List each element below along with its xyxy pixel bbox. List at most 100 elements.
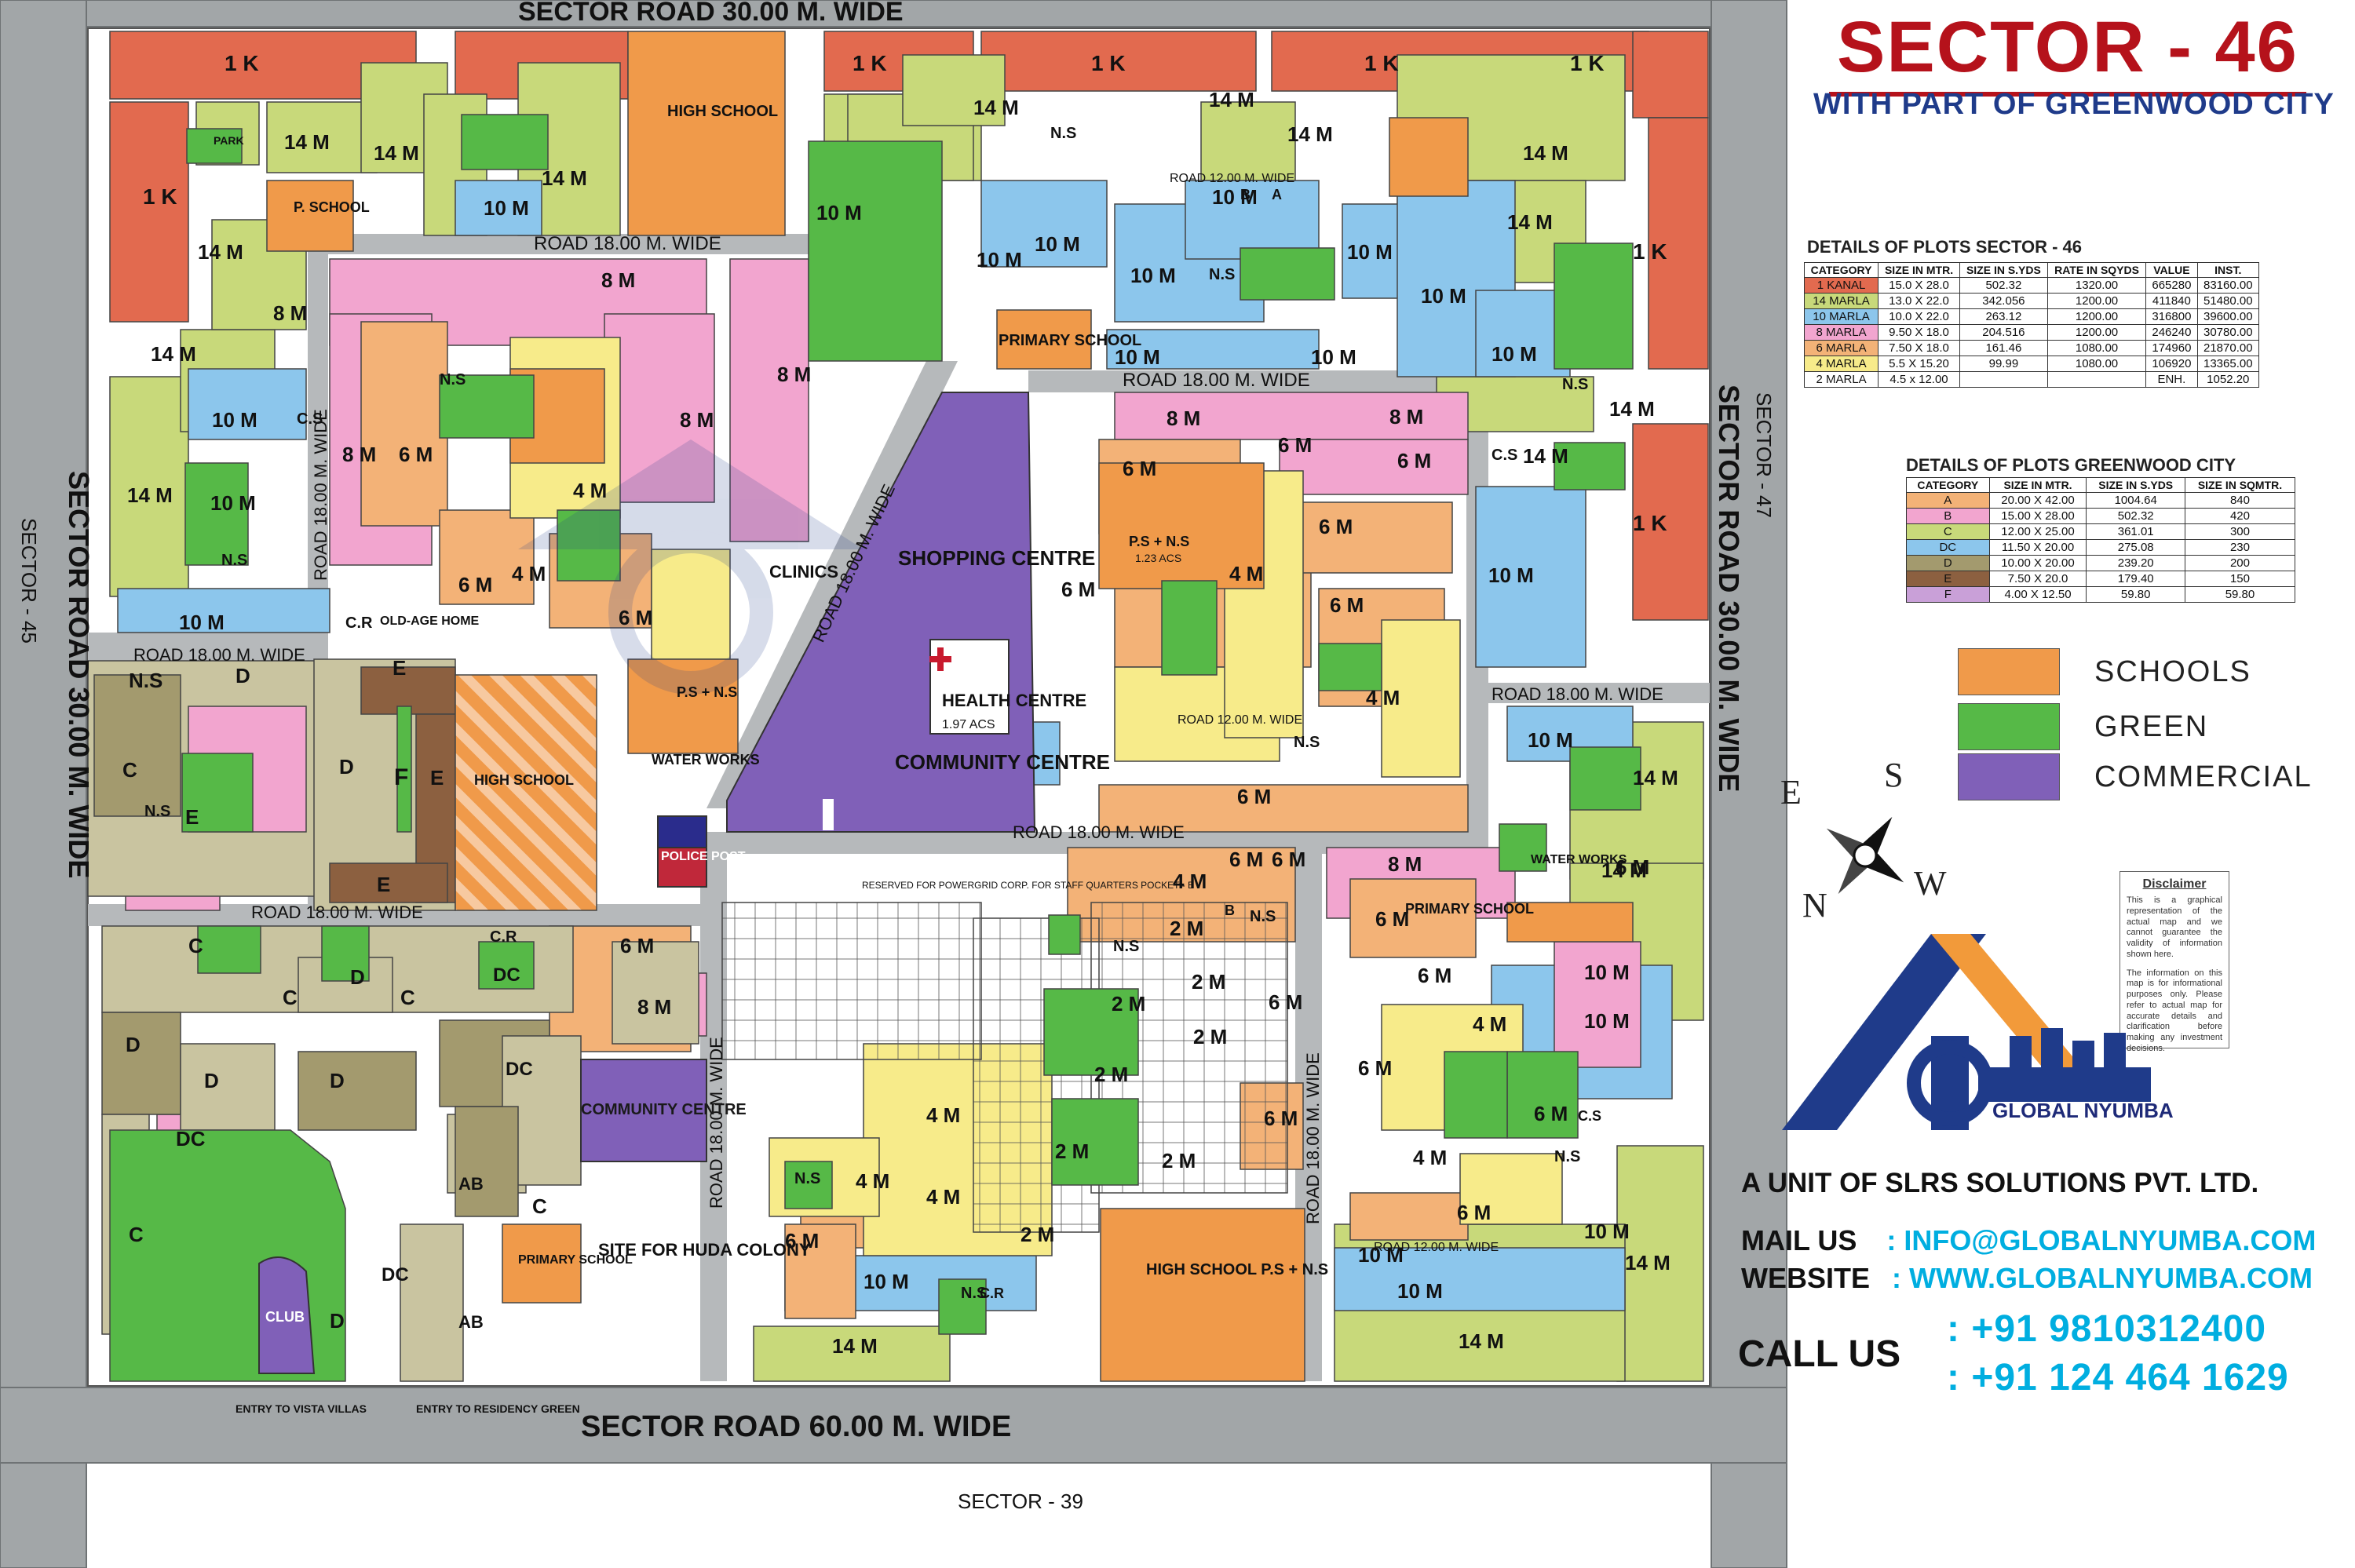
block-14m-n: 14 M bbox=[1459, 1329, 1504, 1353]
block-6m-u: 6 M bbox=[620, 934, 654, 957]
block-14m-g: 14 M bbox=[1523, 141, 1568, 165]
block-e-d: E bbox=[377, 873, 390, 896]
category-cell: B bbox=[1906, 508, 1990, 524]
block-b-a: B bbox=[1240, 187, 1251, 202]
block-6m-g: 6 M bbox=[1397, 449, 1431, 472]
primary-school-label: PRIMARY SCHOOL bbox=[999, 332, 1141, 349]
legend-green: GREEN bbox=[1958, 703, 2208, 750]
block-ns-h: N.S bbox=[1250, 908, 1276, 925]
block-4m-b: 4 M bbox=[512, 562, 546, 585]
table-cell: 665280 bbox=[2145, 277, 2198, 294]
sector46-plots-table: CATEGORY SIZE IN MTR. SIZE IN S.YDS RATE… bbox=[1803, 262, 2260, 388]
table-cell: 10.0 X 22.0 bbox=[1878, 308, 1960, 325]
block-6m-d: 6 M bbox=[1123, 457, 1156, 480]
block-8m-h: 8 M bbox=[637, 995, 671, 1019]
block-2m-c: 2 M bbox=[1112, 992, 1145, 1016]
block-6m-s: 6 M bbox=[1358, 1056, 1392, 1080]
block-6m-k: 6 M bbox=[1229, 848, 1263, 871]
block-2m-g: 2 M bbox=[1055, 1140, 1089, 1163]
police-post-label: POLICE POST bbox=[661, 850, 746, 863]
ps-ns-area-label: 1.23 ACS bbox=[1135, 552, 1181, 564]
mail-row: MAIL US : INFO@GLOBALNYUMBA.COM bbox=[1741, 1224, 2316, 1257]
block-6m-r: 6 M bbox=[1457, 1201, 1491, 1224]
phone-2[interactable]: : +91 124 464 1629 bbox=[1947, 1357, 2289, 1398]
block-a-a: A bbox=[1272, 187, 1282, 202]
table-header-row: CATEGORY SIZE IN MTR. SIZE IN S.YDS SIZE… bbox=[1906, 477, 2296, 493]
block-ns-d: N.S bbox=[1209, 266, 1235, 283]
greenwood-plots-table: CATEGORY SIZE IN MTR. SIZE IN S.YDS SIZE… bbox=[1906, 477, 2296, 603]
left-road-label: SECTOR ROAD 30.00 M. WIDE bbox=[63, 471, 95, 878]
block-6m-h: 6 M bbox=[1330, 593, 1364, 617]
high-school-label: HIGH SCHOOL bbox=[667, 103, 778, 120]
disclaimer-text-1: This is a graphical representation of th… bbox=[2127, 895, 2222, 959]
primary-school-east-label: PRIMARY SCHOOL bbox=[1405, 901, 1534, 917]
p-school-label: P. SCHOOL bbox=[294, 199, 370, 215]
table-cell: 9.50 X 18.0 bbox=[1878, 324, 1960, 341]
table-cell: 39600.00 bbox=[2196, 308, 2260, 325]
block-14m-h: 14 M bbox=[1507, 210, 1553, 234]
block-14m-e: 14 M bbox=[1209, 88, 1254, 111]
table-cell: 10.00 X 20.00 bbox=[1988, 555, 2087, 571]
col-size-syds: SIZE IN S.YDS bbox=[2086, 477, 2185, 493]
col-size-syds: SIZE IN S.YDS bbox=[1959, 262, 2048, 278]
block-14m-q: 14 M bbox=[151, 342, 196, 366]
mail-link[interactable]: : INFO@GLOBALNYUMBA.COM bbox=[1886, 1224, 2317, 1256]
block-10m-i: 10 M bbox=[1492, 342, 1537, 366]
compass-n-label: N bbox=[1802, 886, 1827, 924]
block-ns-j: N.S bbox=[794, 1170, 820, 1187]
block-14m-k: 14 M bbox=[1633, 766, 1678, 789]
block-4m-a: 4 M bbox=[573, 479, 607, 502]
road-18-label-e: ROAD 18.00 M. WIDE bbox=[1013, 822, 1185, 842]
table-cell: 246240 bbox=[2145, 324, 2198, 341]
road-18-label-d: ROAD 18.00 M. WIDE bbox=[1123, 370, 1310, 391]
block-e-c: E bbox=[430, 766, 444, 789]
block-cr-c: C.R bbox=[980, 1285, 1004, 1301]
phone-1[interactable]: : +91 9810312400 bbox=[1947, 1308, 2267, 1350]
block-4m-g: 4 M bbox=[856, 1169, 889, 1193]
block-6m-o: 6 M bbox=[1534, 1102, 1568, 1125]
block-6m-j: 6 M bbox=[1237, 785, 1271, 808]
table-cell: 239.20 bbox=[2086, 555, 2185, 571]
block-14m-i: 14 M bbox=[1609, 397, 1655, 421]
block-b-b: B bbox=[1225, 903, 1235, 918]
mail-label: MAIL US bbox=[1741, 1224, 1857, 1256]
table-cell: 1052.20 bbox=[2196, 371, 2260, 388]
sector-47-label: SECTOR - 47 bbox=[1752, 392, 1776, 518]
table-cell: 502.32 bbox=[2086, 508, 2185, 524]
block-14m-f: 14 M bbox=[1287, 122, 1333, 146]
sector-45-label: SECTOR - 45 bbox=[17, 518, 41, 644]
category-cell: E bbox=[1906, 571, 1990, 587]
brand-name: GLOBAL NYUMBA bbox=[1992, 1099, 2174, 1122]
col-size-mtr: SIZE IN MTR. bbox=[1988, 477, 2087, 493]
water-works-east-label: WATER WORKS bbox=[1531, 853, 1627, 866]
table-cell: 174960 bbox=[2145, 340, 2198, 356]
table-cell: 1200.00 bbox=[2046, 308, 2147, 325]
table-cell: 342.056 bbox=[1959, 293, 2048, 309]
table-cell: 420 bbox=[2184, 508, 2296, 524]
water-works-label: WATER WORKS bbox=[652, 752, 760, 768]
block-dc-a: DC bbox=[176, 1127, 206, 1150]
block-1k-g: 1 K bbox=[1633, 239, 1667, 264]
block-cs-a: C.S bbox=[1492, 447, 1517, 464]
legend-swatch-schools bbox=[1958, 648, 2060, 695]
category-cell: C bbox=[1906, 523, 1990, 540]
block-10m-u: 10 M bbox=[1584, 1220, 1630, 1243]
primary-school-greenwood-label: PRIMARY SCHOOL bbox=[518, 1253, 633, 1267]
table-cell: 150 bbox=[2184, 571, 2296, 587]
table-cell: 1080.00 bbox=[2046, 340, 2147, 356]
compass-w-label: W bbox=[1914, 864, 1947, 903]
block-4m-c: 4 M bbox=[1229, 562, 1263, 585]
category-cell: A bbox=[1906, 492, 1990, 509]
block-1k-a: 1 K bbox=[225, 51, 259, 75]
block-ns-c: N.S bbox=[440, 371, 466, 388]
block-6m-a: 6 M bbox=[399, 443, 433, 466]
company-line: A UNIT OF SLRS SOLUTIONS PVT. LTD. bbox=[1741, 1168, 2259, 1198]
block-10m-f: 10 M bbox=[1130, 264, 1176, 287]
website-link[interactable]: : WWW.GLOBALNYUMBA.COM bbox=[1892, 1262, 2313, 1294]
table-cell: 411840 bbox=[2145, 293, 2198, 309]
block-d-e: D bbox=[330, 1069, 345, 1092]
block-10m-b: 10 M bbox=[816, 201, 862, 224]
table-cell: 161.46 bbox=[1959, 340, 2048, 356]
